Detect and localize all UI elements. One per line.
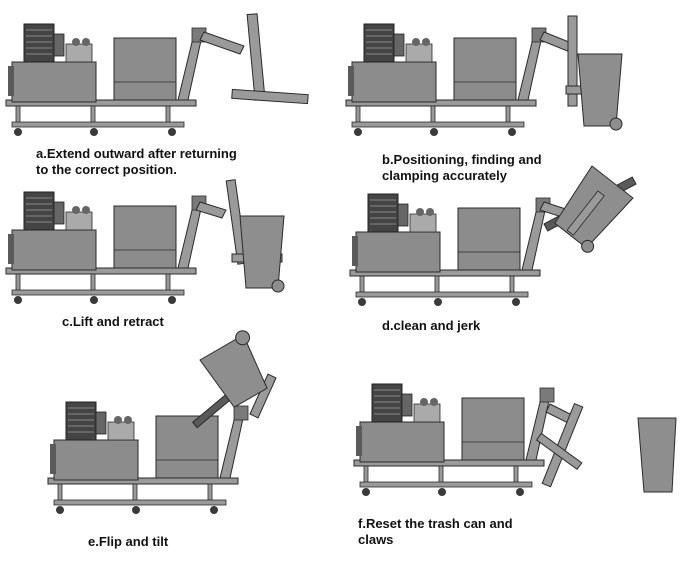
step-e-panel: e.Flip and tilt: [0, 330, 340, 561]
step-c-panel: c.Lift and retract: [0, 179, 340, 340]
step-f-caption: f.Reset the trash can and claws: [358, 516, 513, 548]
step-b-panel: b.Positioning, finding and clamping accu…: [340, 0, 685, 185]
trash-bin: [239, 215, 285, 293]
step-c-illustration: [5, 179, 285, 305]
step-c-caption: c.Lift and retract: [62, 314, 164, 330]
step-d-caption: d.clean and jerk: [382, 318, 480, 334]
trash-bin: [577, 53, 623, 131]
trash-bin: [554, 165, 634, 253]
caption-line: a.Extend outward after returning: [36, 146, 237, 161]
step-a-caption: a.Extend outward after returning to the …: [36, 146, 237, 178]
caption-line: d.clean and jerk: [382, 318, 481, 333]
step-b-illustration: [345, 15, 623, 137]
step-a-panel: a.Extend outward after returning to the …: [0, 0, 340, 185]
step-e-caption: e.Flip and tilt: [88, 534, 168, 550]
step-d-panel: d.clean and jerk: [340, 165, 685, 340]
caption-line: b.Positioning, finding and: [382, 152, 542, 167]
step-f-panel: f.Reset the trash can and claws: [340, 380, 685, 561]
caption-line: c.Lift and retract: [62, 314, 164, 329]
caption-line: e.Flip and tilt: [88, 534, 169, 549]
trash-bin: [199, 330, 268, 408]
caption-line: to the correct position.: [36, 162, 177, 177]
caption-line: clamping accurately: [382, 168, 507, 183]
step-b-caption: b.Positioning, finding and clamping accu…: [382, 152, 542, 184]
lift-arm: [535, 402, 584, 488]
step-f-illustration: [353, 383, 677, 497]
step-d-illustration: [349, 165, 637, 307]
step-a-illustration: [5, 13, 309, 137]
caption-line: claws: [358, 532, 394, 547]
step-e-illustration: [47, 330, 277, 515]
lift-arm: [199, 13, 309, 105]
caption-line: f.Reset the trash can and: [358, 516, 513, 531]
trash-bin: [637, 417, 677, 493]
